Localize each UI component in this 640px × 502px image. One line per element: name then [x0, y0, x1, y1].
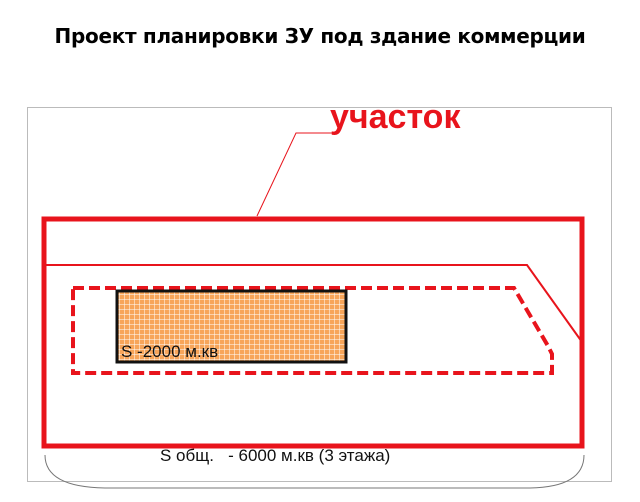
total-area-bracket	[44, 454, 585, 489]
total-area-label: S общ. - 6000 м.кв (3 этажа)	[160, 446, 390, 465]
building-footprint	[115, 289, 348, 364]
page-title: Проект планировки ЗУ под здание коммерци…	[54, 24, 586, 48]
road-line	[46, 264, 583, 343]
building-area-label: S -2000 м.кв	[121, 342, 218, 361]
drawing-frame	[27, 107, 612, 482]
leader-line	[256, 132, 334, 217]
plot-label: участок	[330, 98, 461, 136]
building-envelope	[71, 286, 554, 375]
plot-boundary	[41, 216, 585, 449]
